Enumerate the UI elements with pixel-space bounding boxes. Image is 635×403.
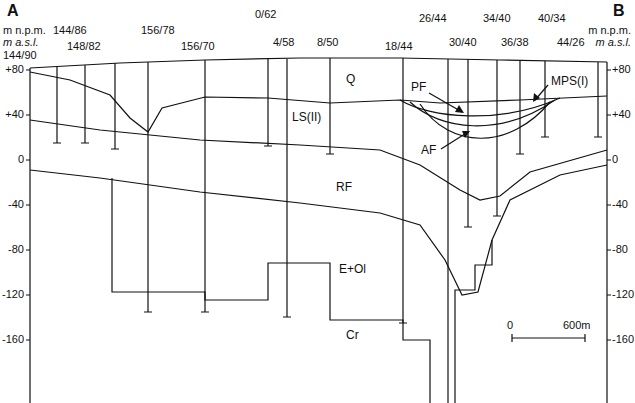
borehole-number: 148/82 <box>66 40 102 53</box>
q-base <box>30 72 607 132</box>
elevation-tick: -40 <box>7 198 25 211</box>
cr-top-faults <box>112 178 430 403</box>
unit-label: MPS(I) <box>550 74 589 88</box>
elevation-tick: +40 <box>4 108 25 121</box>
elevation-tick: +40 <box>611 108 632 121</box>
borehole-number: 0/62 <box>254 8 277 21</box>
unit-label: RF <box>335 180 353 194</box>
borehole-lines <box>57 58 598 403</box>
borehole-number: 156/78 <box>140 24 176 37</box>
elevation-tick: -80 <box>7 243 25 256</box>
section-end-letter: A <box>6 2 20 20</box>
cr-top-faults-right <box>455 240 492 403</box>
elevation-tick: +80 <box>4 63 25 76</box>
borehole-number: 4/58 <box>272 36 295 49</box>
unit-label: PF <box>410 80 427 94</box>
elevation-tick: -40 <box>611 198 629 211</box>
borehole-number: 34/40 <box>482 12 512 25</box>
scale-label: 0 <box>506 319 514 332</box>
borehole-number: 18/44 <box>384 40 414 53</box>
borehole-number: 30/40 <box>448 36 478 49</box>
unit-label: E+Ol <box>338 262 367 276</box>
borehole-number: 144/86 <box>52 24 88 37</box>
borehole-number: 144/90 <box>2 49 38 62</box>
unit-label: Cr <box>345 328 360 342</box>
af-lens <box>410 100 555 126</box>
section-end-letter: B <box>612 2 626 20</box>
elevation-tick: -80 <box>611 243 629 256</box>
elevation-tick: 0 <box>611 153 619 166</box>
leader-arrowhead <box>533 93 540 102</box>
elevation-tick: -120 <box>1 288 25 301</box>
ls-base <box>30 120 607 200</box>
elevation-tick: +80 <box>611 63 632 76</box>
borehole-number: 40/34 <box>537 12 567 25</box>
borehole-number: 36/38 <box>500 36 530 49</box>
rf-base <box>30 165 607 295</box>
borehole-bottom-ticks <box>53 137 602 323</box>
leader-arrowhead <box>462 131 470 138</box>
scale-bar <box>512 334 585 342</box>
borehole-number: 156/70 <box>180 40 216 53</box>
borehole-number: 26/44 <box>418 12 448 25</box>
elevation-tick: 0 <box>17 153 25 166</box>
unit-label: LS(II) <box>291 110 322 124</box>
leader-arrowhead <box>455 105 464 113</box>
mps-lens <box>420 102 550 138</box>
pf-lens <box>400 98 560 116</box>
borehole-number: 44/26 <box>556 36 586 49</box>
axis-ticks <box>26 70 611 340</box>
borehole-number: 8/50 <box>316 36 339 49</box>
elevation-tick: -120 <box>611 288 635 301</box>
unit-label: AF <box>420 143 437 157</box>
axis-unit: m a.s.l. <box>2 36 39 49</box>
axis-unit: m a.s.l. <box>595 36 632 49</box>
scale-label: 600m <box>562 319 592 332</box>
elevation-tick: -160 <box>1 333 25 346</box>
unit-label: Q <box>345 72 356 86</box>
elevation-tick: -160 <box>611 333 635 346</box>
